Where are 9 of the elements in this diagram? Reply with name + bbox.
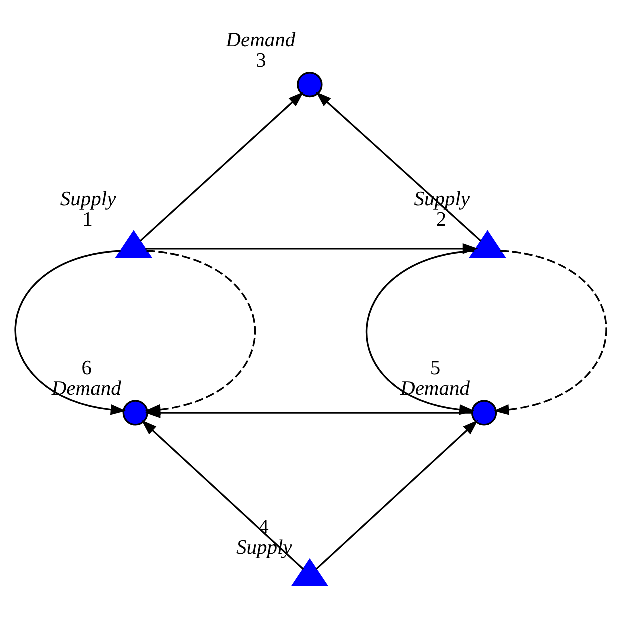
node-label: 6 — [82, 357, 92, 380]
node-label: 3 — [256, 50, 266, 72]
node-label: Demand — [400, 378, 470, 400]
node-label: 5 — [430, 357, 441, 380]
node-label: Demand — [52, 378, 122, 400]
node-label: 1 — [82, 208, 93, 230]
node-label: Demand — [226, 29, 296, 52]
node-label: Supply — [60, 188, 116, 210]
node-label: 2 — [436, 208, 447, 230]
